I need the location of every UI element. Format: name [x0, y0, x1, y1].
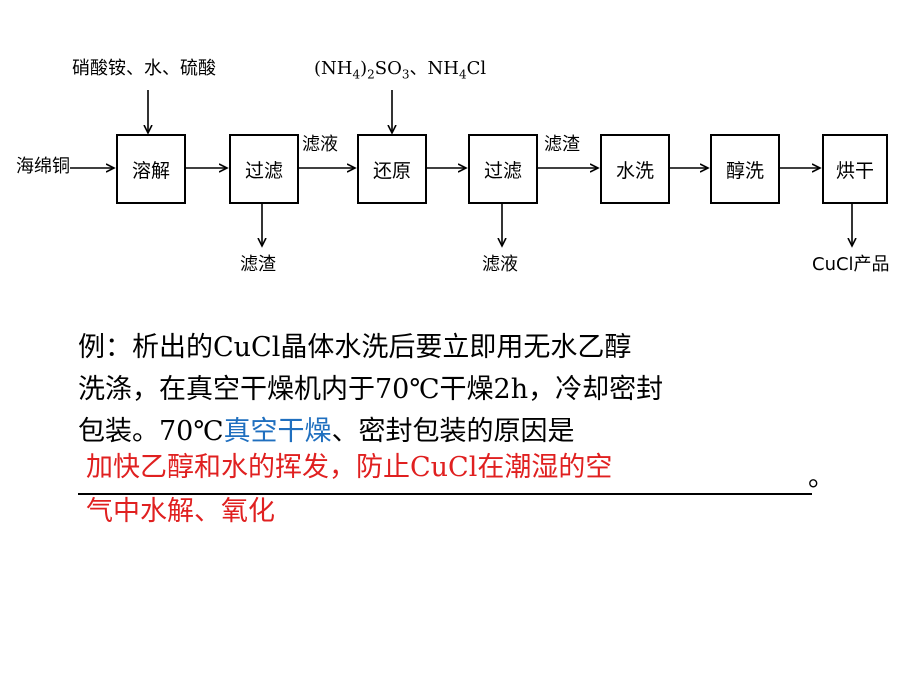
flowchart-connectors: [70, 90, 900, 300]
highlight-vacuum-drying: 真空干燥: [223, 416, 332, 447]
reagents-label: 硝酸铵、水、硫酸: [72, 58, 216, 79]
residue-out-label: 滤渣: [240, 254, 276, 275]
step-filter2-box: 过滤: [468, 134, 538, 204]
product-label: CuCl产品: [812, 254, 890, 275]
step-dissolve-box: 溶解: [116, 134, 186, 204]
answer-line-1: 加快乙醇和水的挥发，防止CuCl在潮湿的空: [86, 452, 613, 483]
answer-line-2: 气中水解、氧化: [86, 496, 275, 527]
step-water-wash-box: 水洗: [600, 134, 670, 204]
question-line-3: 包装。70℃真空干燥、密封包装的原因是: [78, 416, 575, 448]
answer-underline: [78, 493, 812, 495]
residue-label: 滤渣: [544, 134, 580, 155]
reductants-label: (NH4)2SO3、NH4Cl: [314, 58, 487, 82]
step-alcohol-wash-box: 醇洗: [710, 134, 780, 204]
step-dry-box: 烘干: [822, 134, 888, 204]
question-line-3-end: 、密封包装的原因是: [331, 416, 575, 447]
question-period: 。: [808, 462, 835, 493]
question-line-2: 洗涤，在真空干燥机内于70℃干燥2h，冷却密封: [78, 374, 664, 405]
filtrate-label: 滤液: [302, 134, 338, 155]
step-filter-box: 过滤: [229, 134, 299, 204]
step-reduce-box: 还原: [357, 134, 427, 204]
question-line-3-start: 包装。70℃: [78, 416, 224, 447]
filtrate-out-label: 滤液: [482, 254, 518, 275]
start-material-label: 海绵铜: [16, 156, 70, 177]
question-line-1: 例：析出的CuCl晶体水洗后要立即用无水乙醇: [78, 332, 632, 363]
